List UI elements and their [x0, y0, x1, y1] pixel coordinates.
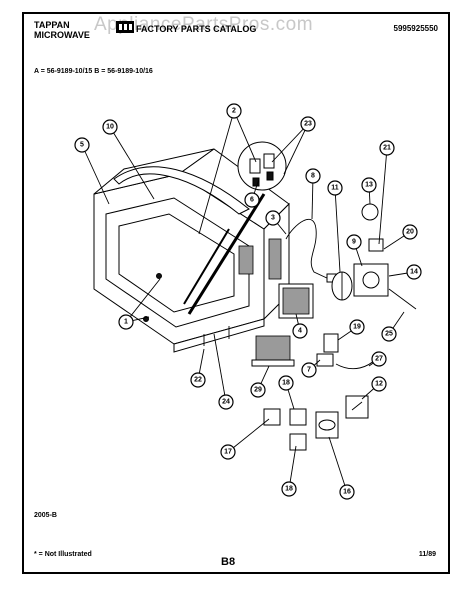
callout-20: 20: [402, 224, 418, 240]
callout-21: 21: [379, 140, 395, 156]
svg-text:29: 29: [254, 387, 262, 394]
magnetron: [278, 283, 314, 319]
callout-11: 11: [327, 180, 343, 196]
callout-23: 23: [300, 116, 316, 132]
callout-14: 14: [406, 264, 422, 280]
callout-16: 16: [339, 484, 355, 500]
callout-22: 22: [190, 372, 206, 388]
revision-date: 11/89: [418, 551, 436, 558]
callout-2: 2: [226, 103, 242, 119]
callout-19: 19: [349, 319, 365, 335]
cabinet-assembly: [93, 148, 290, 353]
svg-text:14: 14: [410, 269, 418, 276]
svg-text:4: 4: [298, 328, 302, 335]
callout-3: 3: [265, 210, 281, 226]
svg-text:22: 22: [194, 377, 202, 384]
diagram-code: 2005-B: [34, 512, 57, 519]
callout-25: 25: [381, 326, 397, 342]
callout-8: 8: [305, 168, 321, 184]
catalog-title: FACTORY PARTS CATALOG: [136, 24, 257, 34]
callout-9: 9: [346, 234, 362, 250]
callout-13: 13: [361, 177, 377, 193]
svg-text:24: 24: [222, 399, 230, 406]
svg-text:5: 5: [80, 142, 84, 149]
model-legend: A = 56-9189-10/15 B = 56-9189-10/16: [34, 68, 153, 75]
svg-text:18: 18: [285, 486, 293, 493]
svg-text:21: 21: [383, 145, 391, 152]
svg-text:9: 9: [352, 239, 356, 246]
callout-7: 7: [301, 362, 317, 378]
svg-text:27: 27: [375, 356, 383, 363]
svg-text:16: 16: [343, 489, 351, 496]
small-parts: [263, 395, 369, 451]
brand-logo-icon: [116, 21, 134, 33]
watermark: AppliancePartsPros.com: [94, 14, 314, 35]
callout-4: 4: [292, 323, 308, 339]
svg-text:2: 2: [232, 108, 236, 115]
callouts: 2 23 10 5 8 11 13 21 6 3 20 9 14 1 4 19 …: [74, 103, 422, 500]
callout-10: 10: [102, 119, 118, 135]
callout-24: 24: [218, 394, 234, 410]
svg-text:12: 12: [375, 381, 383, 388]
switch-detail-inset: [237, 141, 287, 191]
brand-line1: TAPPAN: [34, 20, 70, 30]
footnote: * = Not Illustrated: [34, 551, 92, 558]
svg-text:19: 19: [353, 324, 361, 331]
svg-text:10: 10: [106, 124, 114, 131]
page-number: B8: [221, 556, 236, 568]
svg-text:6: 6: [250, 197, 254, 204]
callout-12: 12: [371, 376, 387, 392]
svg-text:7: 7: [307, 367, 311, 374]
relay: [316, 333, 339, 367]
svg-text:20: 20: [406, 229, 414, 236]
fan-blade: [331, 271, 353, 301]
callout-6: 6: [244, 192, 260, 208]
callout-29: 29: [250, 382, 266, 398]
callout-5: 5: [74, 137, 90, 153]
brand-label: TAPPAN MICROWAVE: [34, 20, 90, 40]
brand-line2: MICROWAVE: [34, 30, 90, 40]
page-frame: AppliancePartsPros.com TAPPAN MICROWAVE …: [22, 12, 450, 574]
svg-text:18: 18: [282, 380, 290, 387]
callout-1: 1: [118, 314, 134, 330]
timer-motor: [353, 203, 389, 297]
svg-text:17: 17: [224, 449, 232, 456]
catalog-number: 5995925550: [393, 24, 439, 33]
callout-17: 17: [220, 444, 236, 460]
svg-text:23: 23: [304, 121, 312, 128]
svg-text:3: 3: [271, 215, 275, 222]
svg-text:11: 11: [331, 185, 339, 192]
callout-27: 27: [371, 351, 387, 367]
svg-text:8: 8: [311, 173, 315, 180]
svg-text:25: 25: [385, 331, 393, 338]
callout-18-lower: 18: [281, 481, 297, 497]
svg-text:1: 1: [124, 319, 128, 326]
svg-text:13: 13: [365, 182, 373, 189]
transformer: [251, 335, 295, 367]
power-cord: [285, 218, 338, 283]
exploded-parts-diagram: 2 23 10 5 8 11 13 21 6 3 20 9 14 1 4 19 …: [74, 103, 422, 500]
callout-18-upper: 18: [278, 375, 294, 391]
